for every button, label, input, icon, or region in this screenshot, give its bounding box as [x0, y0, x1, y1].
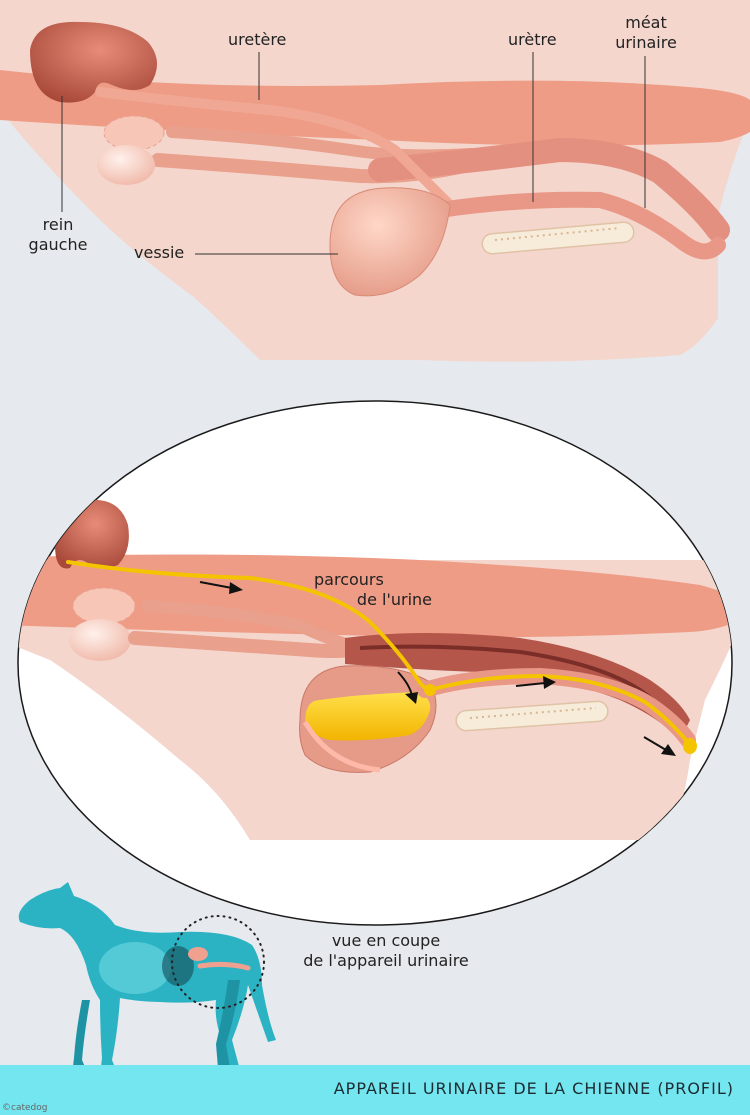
dog-thumbnail-icon [18, 882, 276, 1075]
label-cross-section: vue en coupe de l'appareil urinaire [302, 931, 470, 971]
urine-in-bladder [305, 692, 431, 741]
footer-bar: APPAREIL URINAIRE DE LA CHIENNE (PROFIL) [0, 1065, 750, 1115]
label-kidney-line2: gauche [28, 235, 88, 254]
label-urine-path: parcours de l'urine [314, 570, 432, 610]
bladder-top-icon [329, 187, 451, 297]
label-urethra: urètre [508, 30, 557, 49]
zoom-panel [17, 400, 733, 926]
ureter-top [95, 87, 455, 210]
ovary-right-zoom-icon [72, 587, 136, 625]
label-cross-section-line1: vue en coupe [331, 931, 441, 950]
urethra-top [432, 191, 726, 260]
label-kidney-line1: rein [42, 215, 74, 234]
spine-muscle-top [0, 70, 750, 146]
label-meatus-line2: urinaire [615, 33, 677, 52]
label-meatus-line1: méat [625, 13, 667, 32]
label-urine-path-line1: parcours [314, 570, 384, 589]
ovary-right-icon [103, 115, 165, 151]
flow-arrows [199, 581, 676, 756]
urine-drop-icon [683, 738, 697, 754]
label-left-kidney: rein gauche [20, 215, 96, 255]
vaginal-tract-zoom [345, 633, 690, 740]
figure-title: APPAREIL URINAIRE DE LA CHIENNE (PROFIL) [333, 1079, 734, 1098]
copyright-credit: ©catedog [2, 1103, 48, 1113]
ovary-left-zoom-icon [69, 619, 131, 661]
kidney-top-icon [30, 21, 158, 103]
label-urinary-meatus: méat urinaire [608, 13, 684, 53]
urine-path [66, 560, 692, 747]
pubic-bone-zoom-icon [455, 700, 609, 732]
label-cross-section-line2: de l'appareil urinaire [303, 951, 469, 970]
label-ureter: uretère [228, 30, 287, 49]
label-bladder: vessie [134, 243, 185, 262]
top-panel [0, 0, 750, 362]
ovary-left-icon [97, 145, 155, 185]
reproductive-tract-top [97, 115, 730, 242]
label-urine-path-line2: de l'urine [356, 590, 432, 609]
kidney-zoom-icon [54, 499, 129, 569]
urine-drop-small-icon [424, 684, 436, 696]
pubic-bone-top-icon [481, 221, 635, 255]
leader-lines-top [61, 52, 646, 255]
